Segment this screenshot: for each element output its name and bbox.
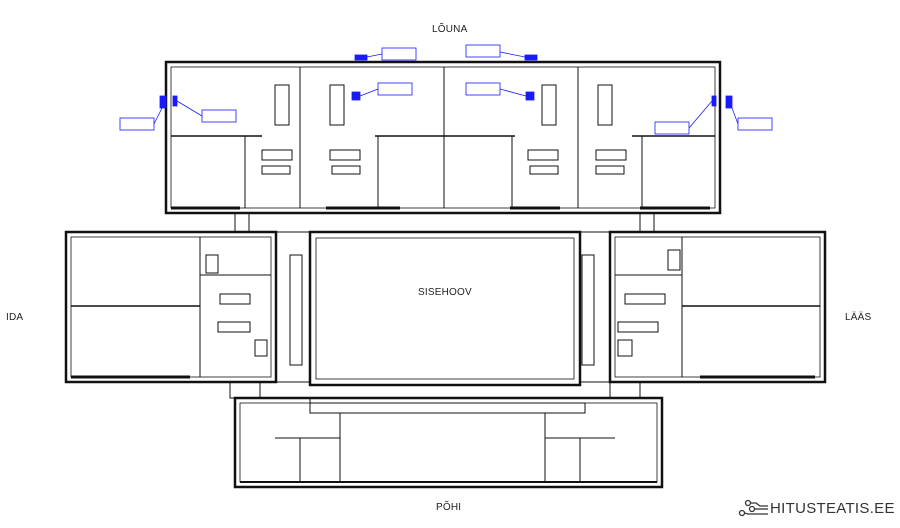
marker xyxy=(172,95,178,107)
orientation-north-label: PÕHI xyxy=(436,502,462,513)
connector xyxy=(234,212,250,233)
orientation-west-label: LÄÄS xyxy=(845,312,872,323)
marker xyxy=(525,91,535,101)
west-wing xyxy=(580,230,827,384)
marker xyxy=(725,95,733,109)
east-wing xyxy=(64,230,310,384)
connector xyxy=(609,381,641,399)
south-bottom-wing xyxy=(233,396,664,489)
logo: HITUSTEATIS.EE xyxy=(738,498,895,518)
marker xyxy=(351,91,361,101)
marker xyxy=(159,95,167,109)
marker xyxy=(524,54,538,61)
callouts xyxy=(119,44,773,135)
orientation-east-label: IDA xyxy=(6,312,24,323)
connector xyxy=(639,212,655,233)
courtyard-label: SISEHOOV xyxy=(418,287,472,298)
courtyard xyxy=(308,230,582,387)
north-wing xyxy=(164,60,722,215)
marker xyxy=(354,54,368,61)
orientation-south-label: LÕUNA xyxy=(432,24,468,35)
logo-text: HITUSTEATIS.EE xyxy=(770,499,895,517)
circuit-icon xyxy=(738,499,768,517)
marker xyxy=(711,95,717,107)
connector xyxy=(229,381,261,399)
